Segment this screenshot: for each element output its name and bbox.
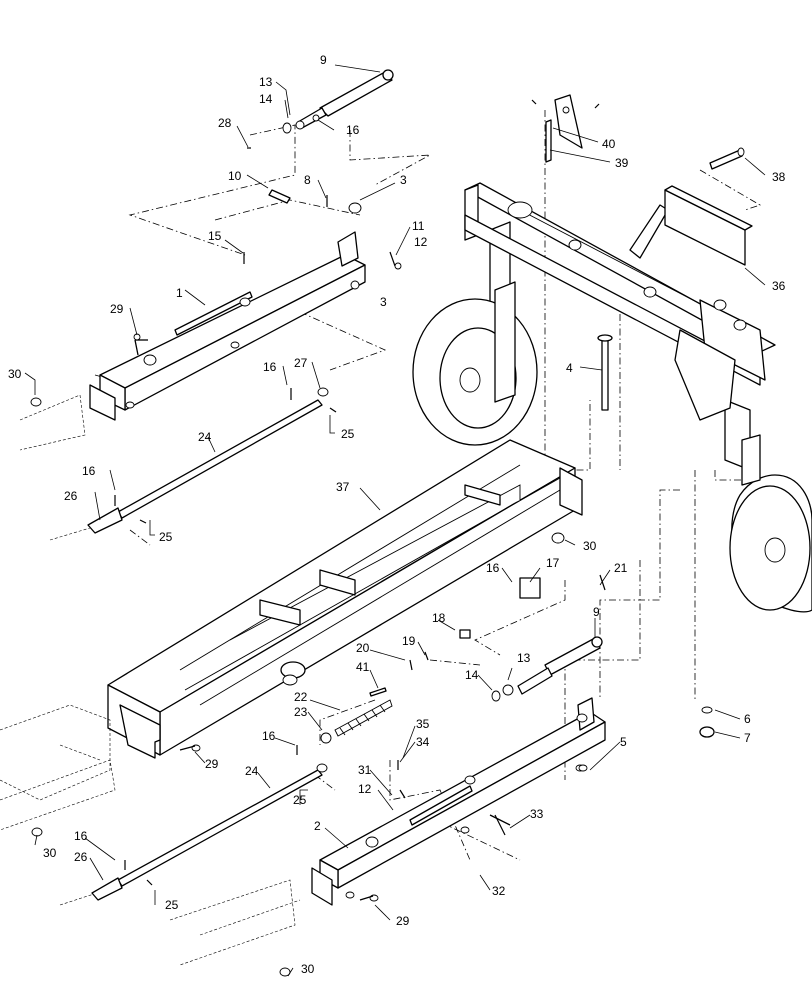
callout-5: 5 [620,735,627,749]
callout-15: 15 [208,229,222,243]
callout-18: 18 [432,611,446,625]
callout-29: 29 [205,757,219,771]
background-implement [0,394,301,966]
callout-24: 24 [198,430,212,444]
callout-11: 11 [412,219,425,233]
pin-4 [597,334,613,411]
callout-27: 27 [294,356,308,370]
callout-16: 16 [263,360,277,374]
callout-26: 26 [64,489,78,503]
rod-upper [87,387,337,534]
callout-35: 35 [416,717,430,731]
callout-1: 1 [176,286,183,300]
callout-30: 30 [43,846,57,860]
callout-30: 30 [583,539,597,553]
callout-10: 10 [228,169,242,183]
callout-3: 3 [380,295,387,309]
callout-28: 28 [218,116,232,130]
fasteners [31,333,715,977]
callout-34: 34 [416,735,430,749]
callout-41: 41 [356,660,370,674]
callout-25: 25 [159,530,173,544]
callout-29: 29 [110,302,124,316]
callout-30: 30 [301,962,315,976]
callout-2: 2 [314,819,321,833]
callout-36: 36 [772,279,786,293]
bolt-38 [709,147,745,170]
callout-30: 30 [8,367,22,381]
callout-21: 21 [614,561,628,575]
callout-24: 24 [245,764,259,778]
callout-29: 29 [396,914,410,928]
callout-16: 16 [346,123,360,137]
callout-16: 16 [74,829,88,843]
callout-9: 9 [320,53,327,67]
hydraulic-cylinder-top [282,69,394,134]
callout-23: 23 [294,705,308,719]
callout-3: 3 [400,173,407,187]
rod-lower [91,745,328,901]
hydraulic-cylinder-bottom [491,636,603,702]
hardware-top [135,147,402,341]
callout-25: 25 [341,427,355,441]
callout-16: 16 [486,561,500,575]
callout-13: 13 [517,651,531,665]
callout-4: 4 [566,361,573,375]
callout-26: 26 [74,850,88,864]
callout-8: 8 [304,173,311,187]
callout-20: 20 [356,641,370,655]
callout-37: 37 [336,480,350,494]
callout-40: 40 [602,137,616,151]
mounting-plate [664,185,753,266]
bracket-40 [531,94,600,163]
hitch-frame-assembly [412,182,812,613]
callout-38: 38 [772,170,786,184]
callout-16: 16 [262,729,276,743]
callout-22: 22 [294,690,308,704]
callout-12: 12 [414,235,428,249]
lower-arm-assembly [311,697,606,906]
callout-labels: 9 13 14 16 28 10 8 3 11 12 15 3 1 29 30 … [8,53,786,976]
callout-14: 14 [465,668,479,682]
callout-33: 33 [530,807,544,821]
callout-25: 25 [293,793,307,807]
main-frame [107,439,583,759]
callout-32: 32 [492,884,506,898]
callout-6: 6 [744,712,751,726]
callout-7: 7 [744,731,751,745]
callout-12: 12 [358,782,372,796]
callout-39: 39 [615,156,629,170]
callout-9: 9 [593,605,600,619]
leader-lines [24,64,766,977]
upper-arm-assembly [30,202,366,421]
callout-16: 16 [82,464,96,478]
spring-and-hardware [320,574,606,836]
callout-14: 14 [259,92,273,106]
callout-31: 31 [358,763,372,777]
callout-19: 19 [402,634,416,648]
callout-25: 25 [165,898,179,912]
callout-17: 17 [546,556,560,570]
callout-13: 13 [259,75,273,89]
